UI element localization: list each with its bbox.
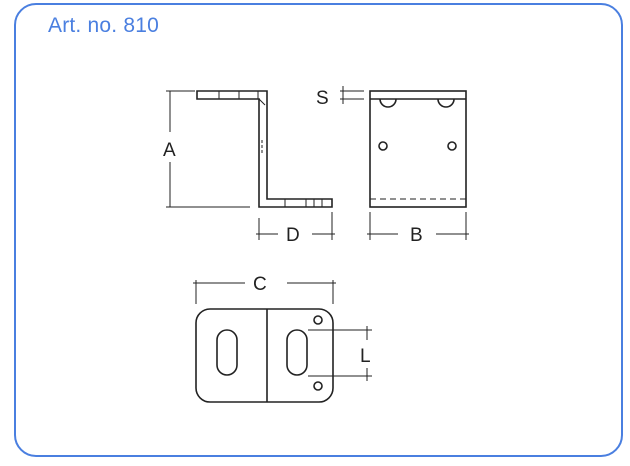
front-view — [340, 86, 469, 240]
article-number-title: Art. no. 810 — [48, 14, 159, 37]
side-view — [166, 90, 335, 240]
dimension-label-a: A — [163, 140, 176, 161]
dimension-label-b: B — [410, 225, 423, 246]
dimension-label-d: D — [286, 225, 300, 246]
top-view — [193, 280, 372, 403]
dimension-label-c: C — [253, 274, 267, 295]
dimension-label-s: S — [316, 88, 329, 109]
dimension-label-l: L — [360, 346, 371, 367]
